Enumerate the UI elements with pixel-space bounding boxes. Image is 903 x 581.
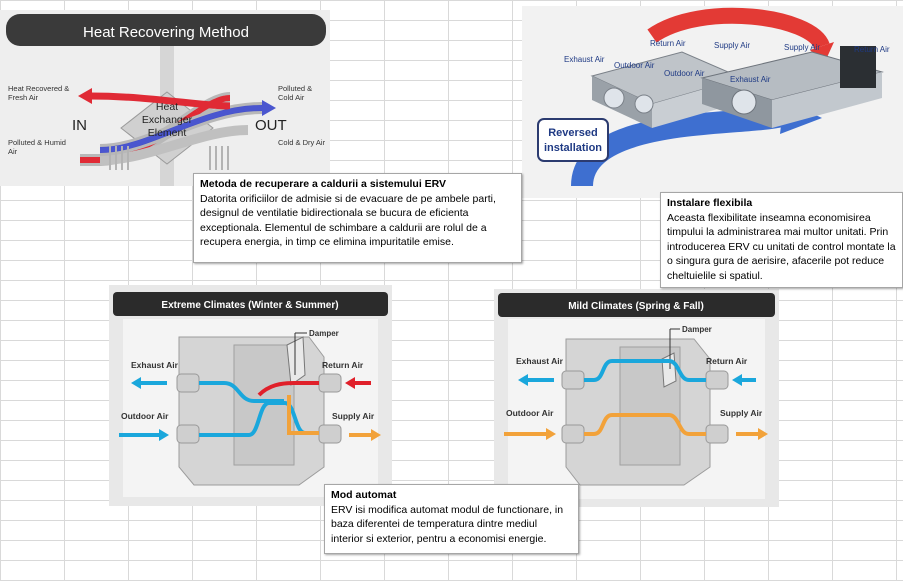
right-bottom-label: Cold & Dry Air	[278, 138, 326, 147]
callout-flexible-install-body: Aceasta flexibilitate inseamna economisi…	[667, 211, 896, 282]
label-outdoor-air-2: Outdoor Air	[664, 69, 705, 78]
reversed-installation-diagram: Reversed installation Return Air Supply …	[522, 6, 903, 198]
callout-flexible-install-title: Instalare flexibila	[667, 197, 753, 209]
callout-heat-recovery[interactable]: Metoda de recuperare a caldurii a sistem…	[193, 173, 522, 263]
mild-exhaust-flow	[584, 359, 706, 382]
extreme-return-flow	[257, 381, 319, 397]
label-outdoor-air-1: Outdoor Air	[614, 61, 655, 70]
extreme-return-label: Return Air	[322, 360, 364, 370]
mild-header	[498, 293, 775, 317]
core-label-2: Exchanger	[142, 114, 193, 126]
cold-air-arrow	[99, 105, 263, 153]
mild-supply-label: Supply Air	[720, 408, 763, 418]
hot-air-arrow	[89, 92, 231, 110]
label-return-air-2: Return Air	[854, 45, 890, 54]
extreme-exhaust-label: Exhaust Air	[131, 360, 179, 370]
label-exhaust-air-1: Exhaust Air	[564, 55, 605, 64]
core-label-1: Heat	[156, 101, 178, 113]
erv-unit-left	[590, 51, 744, 128]
left-top-label: Heat Recovered & Fresh Air	[8, 84, 70, 102]
callout-auto-mode-title: Mod automat	[331, 489, 397, 501]
mild-exhaust-label: Exhaust Air	[516, 356, 564, 366]
badge-line-2: installation	[544, 142, 602, 154]
core-label-3: Element	[148, 127, 187, 139]
extreme-title: Extreme Climates (Winter & Summer)	[161, 300, 338, 311]
extreme-outdoor-flow	[199, 401, 319, 437]
heat-recovering-diagram: Heat Recovering Method Heat Exchanger El…	[0, 10, 330, 186]
extreme-header	[113, 292, 388, 316]
label-return-air-1: Return Air	[650, 39, 686, 48]
callout-heat-recovery-title: Metoda de recuperare a caldurii a sistem…	[200, 178, 447, 190]
reversed-badge	[537, 118, 609, 162]
in-label: IN	[72, 117, 87, 134]
extreme-climates-diagram: Extreme Climates (Winter & Summer) Dampe…	[109, 285, 392, 506]
mild-return-label: Return Air	[706, 356, 748, 366]
out-label: OUT	[255, 117, 287, 134]
mild-damper-label: Damper	[682, 325, 712, 334]
label-exhaust-air-2: Exhaust Air	[730, 75, 771, 84]
heat-panel-header	[6, 14, 326, 46]
right-top-label: Polluted & Cold Air	[278, 84, 313, 102]
label-supply-air-1: Supply Air	[714, 41, 750, 50]
mild-supply-flow	[584, 413, 706, 436]
red-flow-arc	[647, 7, 830, 50]
heat-panel-title: Heat Recovering Method	[83, 24, 249, 41]
mild-title: Mild Climates (Spring & Fall)	[568, 301, 704, 312]
mild-climates-diagram: Mild Climates (Spring & Fall) Damper Exh…	[494, 289, 779, 507]
blue-flow-arc	[571, 105, 785, 188]
callout-auto-mode[interactable]: Mod automat ERV isi modifica automat mod…	[324, 484, 579, 554]
label-supply-air-2: Supply Air	[784, 43, 820, 52]
left-bottom-label: Polluted & Humid Air	[8, 138, 66, 156]
extreme-outdoor-label: Outdoor Air	[121, 411, 169, 421]
extreme-damper-label: Damper	[309, 329, 339, 338]
badge-line-1: Reversed	[548, 127, 598, 139]
erv-unit-right	[700, 46, 884, 128]
mild-outdoor-label: Outdoor Air	[506, 408, 554, 418]
callout-heat-recovery-body: Datorita orificiilor de admisie si de ev…	[200, 192, 496, 249]
extreme-supply-label: Supply Air	[332, 411, 375, 421]
callout-flexible-install[interactable]: Instalare flexibila Aceasta flexibilitat…	[660, 192, 903, 288]
callout-auto-mode-body: ERV isi modifica automat modul de functi…	[331, 503, 564, 545]
extreme-exhaust-flow	[199, 381, 284, 403]
